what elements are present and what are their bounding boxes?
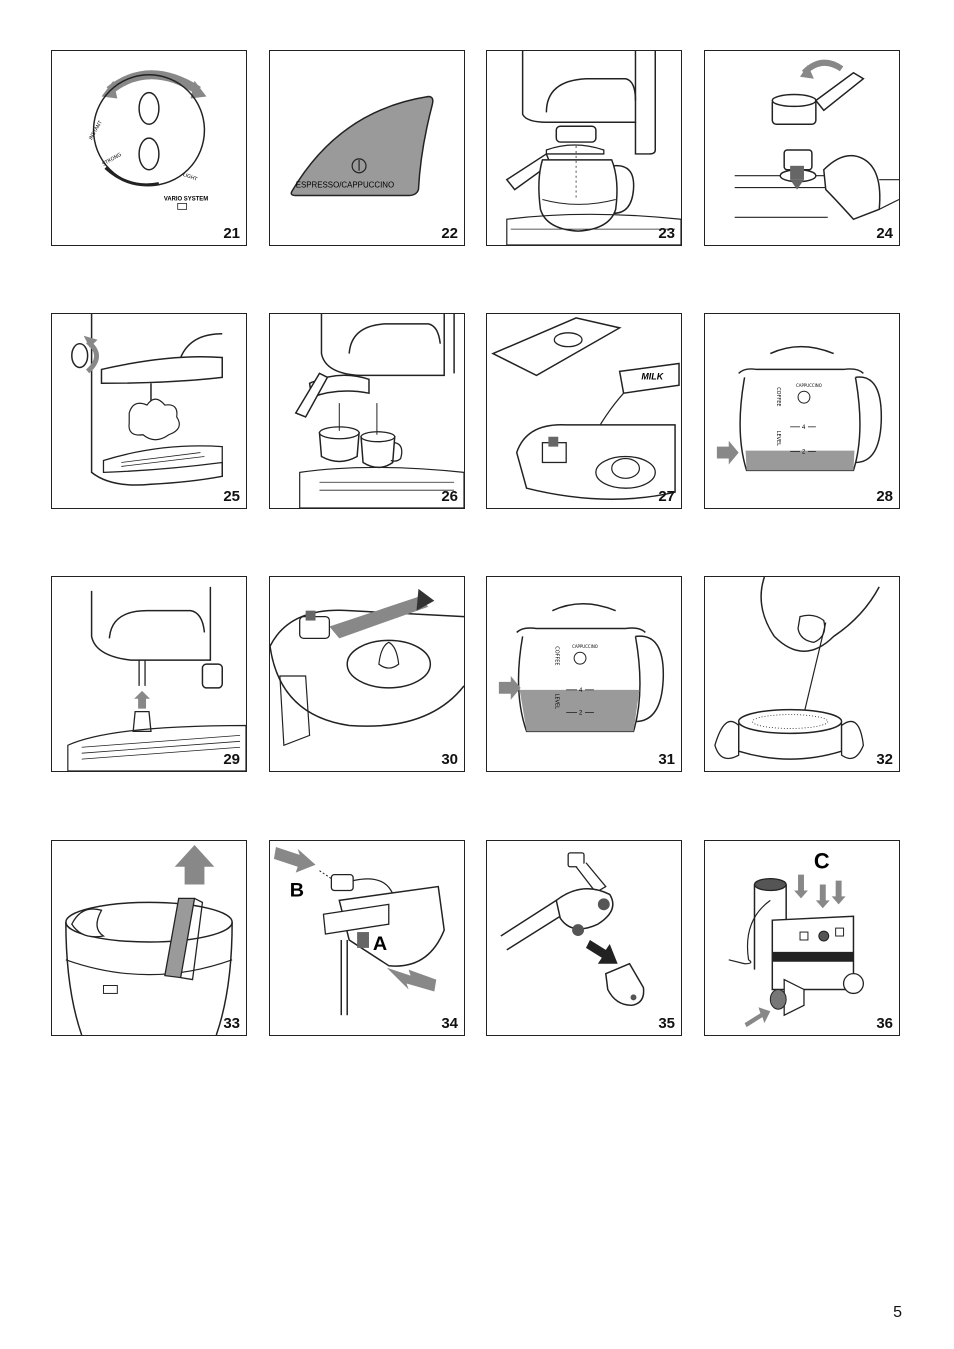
filter-holder-illustration bbox=[734, 59, 899, 221]
figure-number: 23 bbox=[658, 225, 675, 242]
level-label: LEVEL bbox=[553, 694, 559, 709]
figure-26: 26 bbox=[269, 313, 465, 509]
figure-24: 24 bbox=[704, 50, 900, 246]
figure-number: 36 bbox=[876, 1015, 893, 1032]
page-number: 5 bbox=[893, 1304, 902, 1321]
figure-21: INSTANT STRONG LIGHT VARIO SYSTEM 21 bbox=[51, 50, 247, 246]
filter-assembly-illustration: B A bbox=[273, 846, 445, 1016]
figure-23: 23 bbox=[486, 50, 682, 246]
figure-33: 33 bbox=[51, 840, 247, 1036]
figure-34: B A 34 bbox=[269, 840, 465, 1036]
label-a: A bbox=[373, 933, 387, 955]
figure-number: 29 bbox=[223, 751, 240, 768]
milk-container-illustration: MILK bbox=[491, 317, 680, 500]
instant-label: INSTANT bbox=[88, 119, 104, 141]
label-c: C bbox=[814, 849, 830, 874]
figure-28: COFFEE LEVEL 4 2 CAPPUCCINO 28 bbox=[704, 313, 900, 509]
nozzle-removal-illustration bbox=[67, 586, 246, 771]
figure-number: 21 bbox=[223, 225, 240, 242]
figure-number: 35 bbox=[658, 1015, 675, 1032]
espresso-cappuccino-label: ESPRESSO/CAPPUCCINO bbox=[296, 181, 394, 190]
level-mark-2: 2 bbox=[579, 711, 582, 717]
cappuccino-badge: CAPPUCCINO bbox=[572, 644, 598, 649]
level-mark-2: 2 bbox=[802, 450, 805, 456]
figure-number: 25 bbox=[223, 488, 240, 505]
carafe-level-illustration: COFFEE LEVEL 4 2 CAPPUCCINO bbox=[498, 603, 664, 733]
vario-system-label: VARIO SYSTEM bbox=[164, 196, 208, 202]
figure-number: 26 bbox=[441, 488, 458, 505]
figure-number: 34 bbox=[441, 1015, 458, 1032]
carafe-level-illustration: COFFEE LEVEL 4 2 CAPPUCCINO bbox=[716, 346, 882, 472]
figure-number: 31 bbox=[658, 751, 675, 768]
figure-number: 27 bbox=[658, 488, 675, 505]
level-mark-4: 4 bbox=[802, 425, 806, 431]
cappuccino-badge: CAPPUCCINO bbox=[796, 383, 822, 388]
strong-label: STRONG bbox=[101, 152, 122, 168]
figure-36: C 36 bbox=[704, 840, 900, 1036]
control-panel-illustration: ESPRESSO/CAPPUCCINO bbox=[290, 95, 434, 197]
selector-knob-illustration: INSTANT STRONG LIGHT VARIO SYSTEM bbox=[88, 70, 208, 210]
figure-22: ESPRESSO/CAPPUCCINO 22 bbox=[269, 50, 465, 246]
slide-out-illustration bbox=[270, 588, 464, 747]
figure-27: MILK 27 bbox=[486, 313, 682, 509]
coffee-label: COFFEE bbox=[775, 387, 781, 406]
two-cups-illustration bbox=[294, 314, 464, 508]
figure-35: 35 bbox=[486, 840, 682, 1036]
light-label: LIGHT bbox=[182, 172, 199, 183]
figure-number: 22 bbox=[441, 225, 458, 242]
needle-cleaning-illustration bbox=[714, 577, 880, 760]
figure-number: 24 bbox=[876, 225, 893, 242]
figure-30: 30 bbox=[269, 576, 465, 772]
steam-knob-illustration bbox=[71, 314, 223, 486]
label-b: B bbox=[290, 879, 304, 901]
nozzle-detach-illustration bbox=[500, 852, 645, 1007]
figure-32: 32 bbox=[704, 576, 900, 772]
figure-31: COFFEE LEVEL 4 2 CAPPUCCINO 31 bbox=[486, 576, 682, 772]
figure-number: 30 bbox=[441, 751, 458, 768]
level-mark-4: 4 bbox=[579, 688, 583, 694]
level-label: LEVEL bbox=[775, 431, 781, 446]
tank-lift-illustration bbox=[65, 844, 233, 1035]
milk-label: MILK bbox=[641, 371, 663, 381]
figure-number: 28 bbox=[876, 488, 893, 505]
figure-number: 32 bbox=[876, 751, 893, 768]
boiler-filter-illustration: C bbox=[728, 849, 865, 1028]
figure-number: 33 bbox=[223, 1015, 240, 1032]
figure-29: 29 bbox=[51, 576, 247, 772]
coffee-label: COFFEE bbox=[553, 646, 559, 665]
figure-25: 25 bbox=[51, 313, 247, 509]
carafe-brewing-illustration bbox=[505, 51, 681, 245]
